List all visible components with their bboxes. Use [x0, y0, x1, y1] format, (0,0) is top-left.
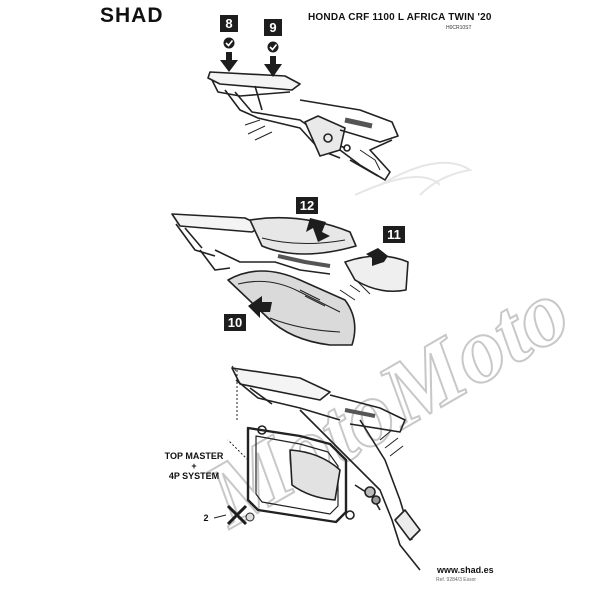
top-rack-drawing — [207, 71, 399, 181]
document-code: H0CR10ST — [446, 25, 472, 31]
document-title: HONDA CRF 1100 L AFRICA TWIN '20 — [308, 12, 492, 23]
check-icon — [223, 37, 235, 49]
bolt-part — [213, 512, 255, 522]
quantity-label: 2 — [203, 513, 209, 523]
step-11-label: 11 — [383, 226, 405, 243]
system-note-line2: + — [191, 461, 197, 471]
down-arrow-icon — [264, 56, 282, 77]
step-8-label: 8 — [220, 15, 238, 32]
pointer-arrow-icon — [306, 218, 330, 242]
bottom-frame-drawing — [227, 365, 421, 571]
check-icon — [267, 41, 279, 53]
system-note-line3: 4P SYSTEM — [168, 471, 220, 481]
step-9-label: 9 — [264, 19, 282, 36]
system-note-line1: TOP MASTER — [164, 451, 224, 461]
reference-number: Ref. 9284/3 Essor — [436, 577, 477, 583]
brand-logo: SHAD — [100, 4, 164, 27]
pointer-arrow-icon — [248, 296, 272, 318]
step-10-label: 10 — [224, 314, 246, 331]
website-link[interactable]: www.shad.es — [437, 565, 494, 575]
pointer-arrow-icon — [366, 248, 388, 266]
watermark — [354, 161, 473, 196]
system-note: TOP MASTER + 4P SYSTEM — [148, 451, 240, 481]
cross-icon — [226, 504, 248, 526]
down-arrow-icon — [220, 52, 238, 72]
middle-seat-drawing — [171, 213, 409, 346]
step-12-label: 12 — [296, 197, 318, 214]
